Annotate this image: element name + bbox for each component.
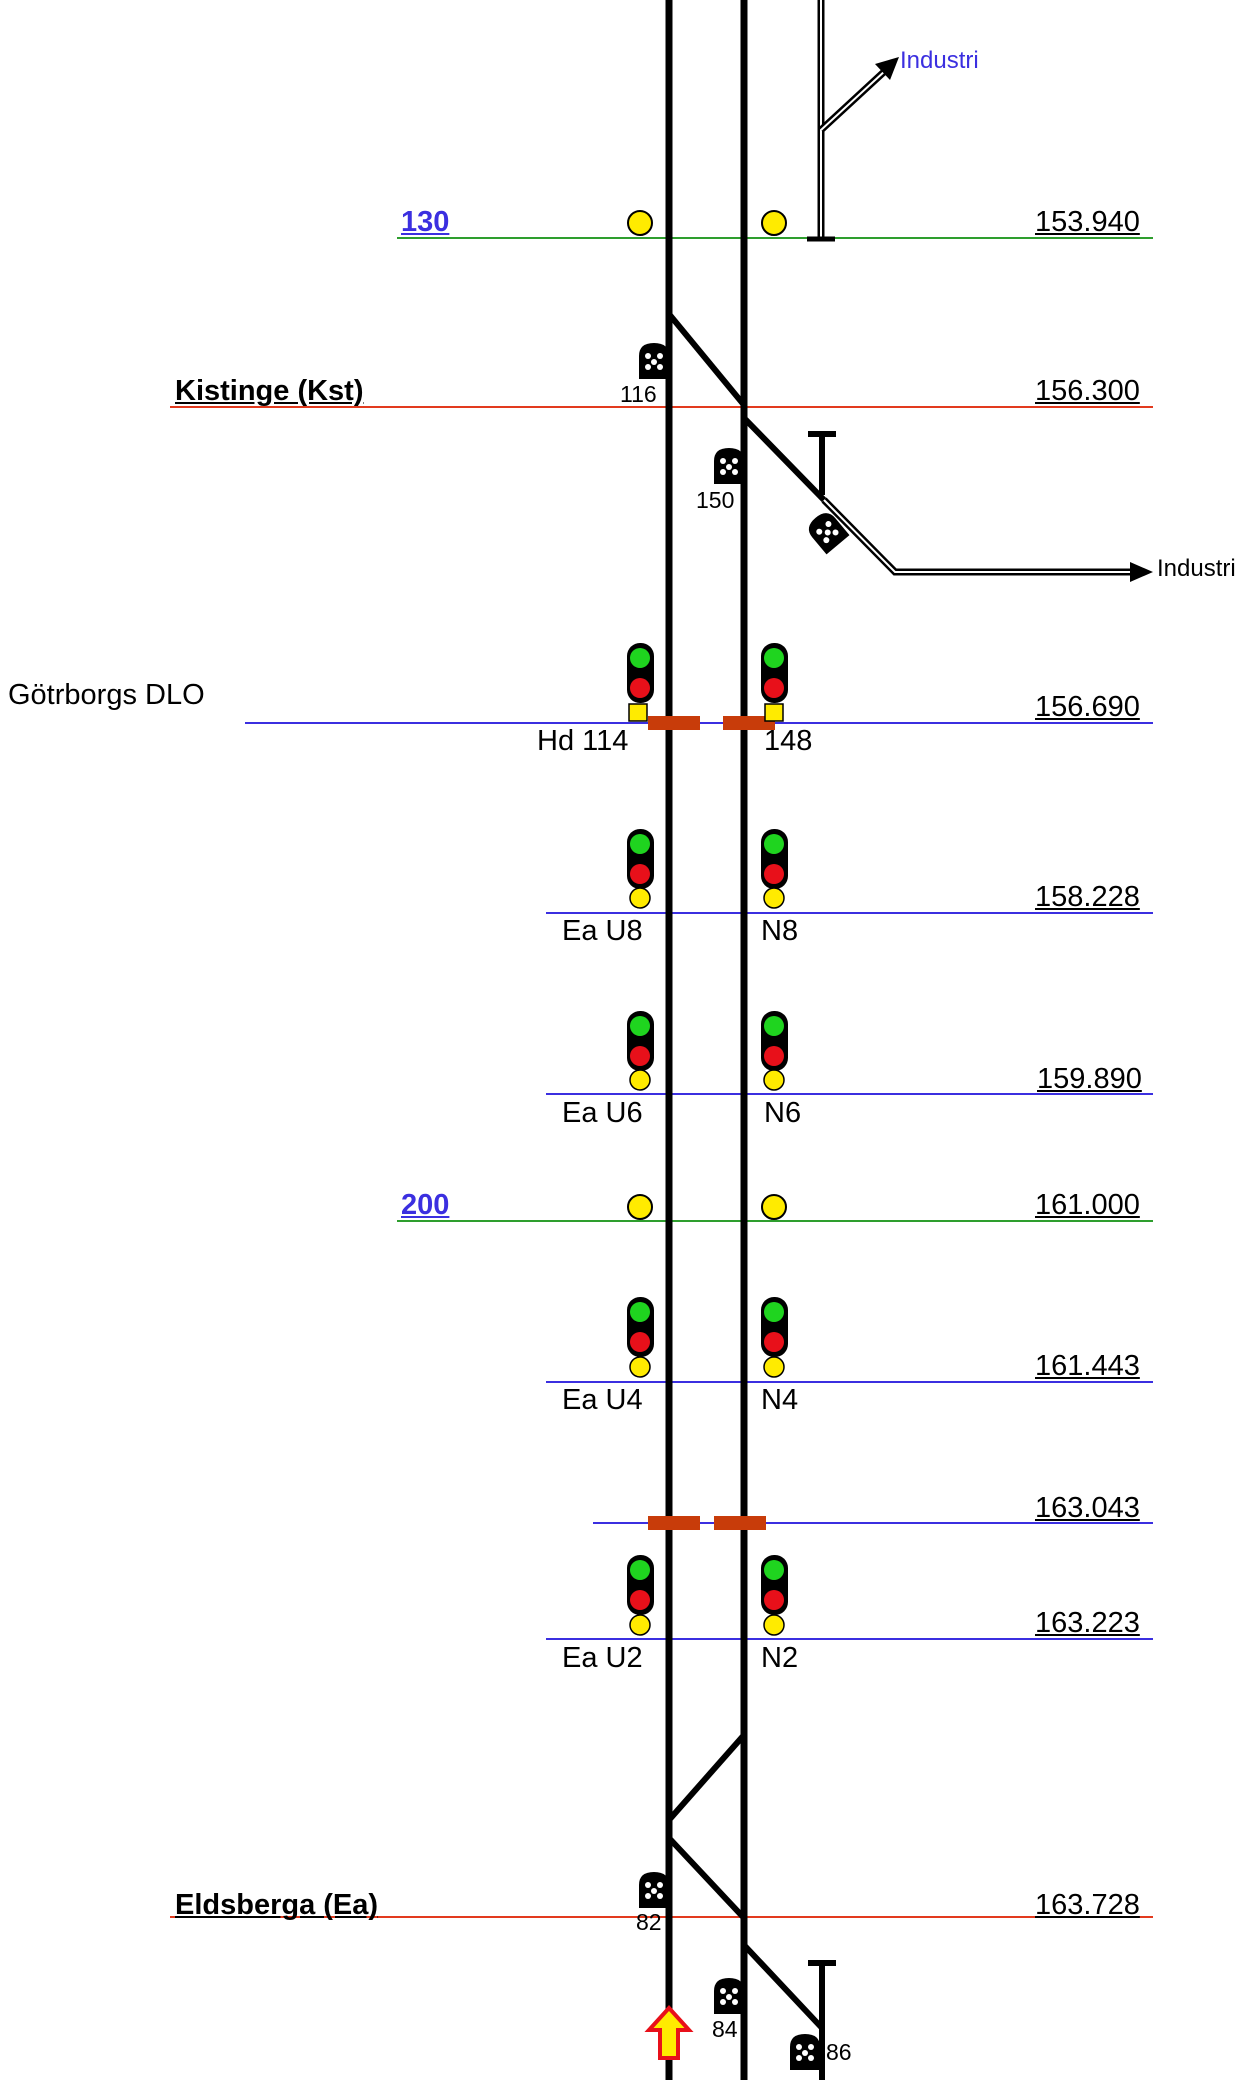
dwarf-signal-icon [714,1978,744,2014]
km-161000: 161.000 [1035,1189,1140,1221]
balise-icon [714,1516,766,1530]
dwarf-signal-icon [714,448,744,484]
dwarf-signal-icon [639,1872,669,1908]
dwarf-signal-icon [790,2034,820,2070]
arrow-icon [875,57,899,80]
dlo-label: Götrborgs DLO [8,679,205,711]
km-156690: 156.690 [1035,691,1140,723]
crossover-ea-1 [666,1733,747,1822]
signal-116-label: 116 [620,381,657,407]
industry-siding-right [821,497,1130,576]
industri-right-label: Industri [1157,555,1236,582]
balise-icon [648,716,700,730]
signal-lamp-icon [761,1011,788,1091]
km-163728: 163.728 [1035,1889,1140,1921]
speed-lamp-right-200 [761,1194,787,1220]
km-161443: 161.443 [1035,1350,1140,1382]
branch-ea [741,1942,825,2031]
signal-eau8-label: Ea U8 [562,915,643,947]
speed-130-label: 130 [401,206,450,238]
signal-lamp-icon [627,1297,654,1378]
signal-lamp-icon [627,829,654,909]
signal-148-label: 148 [764,725,813,757]
signal-86-label: 86 [826,2039,852,2065]
km-159890: 159.890 [1037,1063,1142,1095]
signal-n8-label: N8 [761,915,799,947]
km-163043: 163.043 [1035,1492,1140,1524]
km-153940: 153.940 [1035,206,1140,238]
signal-n6-label: N6 [764,1097,802,1129]
signal-lamp-icon [627,643,654,703]
signal-eau6-label: Ea U6 [562,1097,643,1129]
crossover-kst [666,312,747,407]
signal-lamp-icon [761,829,788,909]
signal-lamp-icon [761,1297,788,1378]
km-158228: 158.228 [1035,881,1140,913]
train-direction-arrow-icon [644,2005,694,2060]
signal-84-label: 84 [712,2016,738,2042]
km-163223: 163.223 [1035,1607,1140,1639]
speed-200-label: 200 [401,1189,450,1221]
signal-hd114-label: Hd 114 [537,725,629,757]
balise-icon [723,716,775,730]
industri-top-label: Industri [900,47,979,74]
balise-icon [648,1516,700,1530]
dwarf-signal-icon [808,513,850,555]
signal-lamp-icon [761,1555,788,1636]
signal-eau2-label: Ea U2 [562,1642,643,1674]
speed-lamp-left-130 [627,210,653,236]
station-eldsberga: Eldsberga (Ea) [175,1889,379,1921]
signal-n2-label: N2 [761,1642,799,1674]
km-156300: 156.300 [1035,375,1140,407]
branch-kst [741,415,827,503]
signal-lamp-icon [627,1011,654,1091]
signal-lamp-icon [761,643,788,703]
signal-eau4-label: Ea U4 [562,1384,643,1416]
crossover-ea-2 [666,1835,747,1921]
dwarf-signal-icon [639,343,669,379]
signal-82-label: 82 [636,1909,662,1935]
signal-n4-label: N4 [761,1384,799,1416]
signal-lamp-icon [627,1555,654,1636]
signal-150-label: 150 [696,487,735,513]
arrow-icon [1130,562,1153,582]
marker-square [628,703,648,722]
station-kistinge: Kistinge (Kst) [175,375,364,407]
marker-square [764,703,784,722]
speed-lamp-left-200 [627,1194,653,1220]
speed-lamp-right-130 [761,210,787,236]
